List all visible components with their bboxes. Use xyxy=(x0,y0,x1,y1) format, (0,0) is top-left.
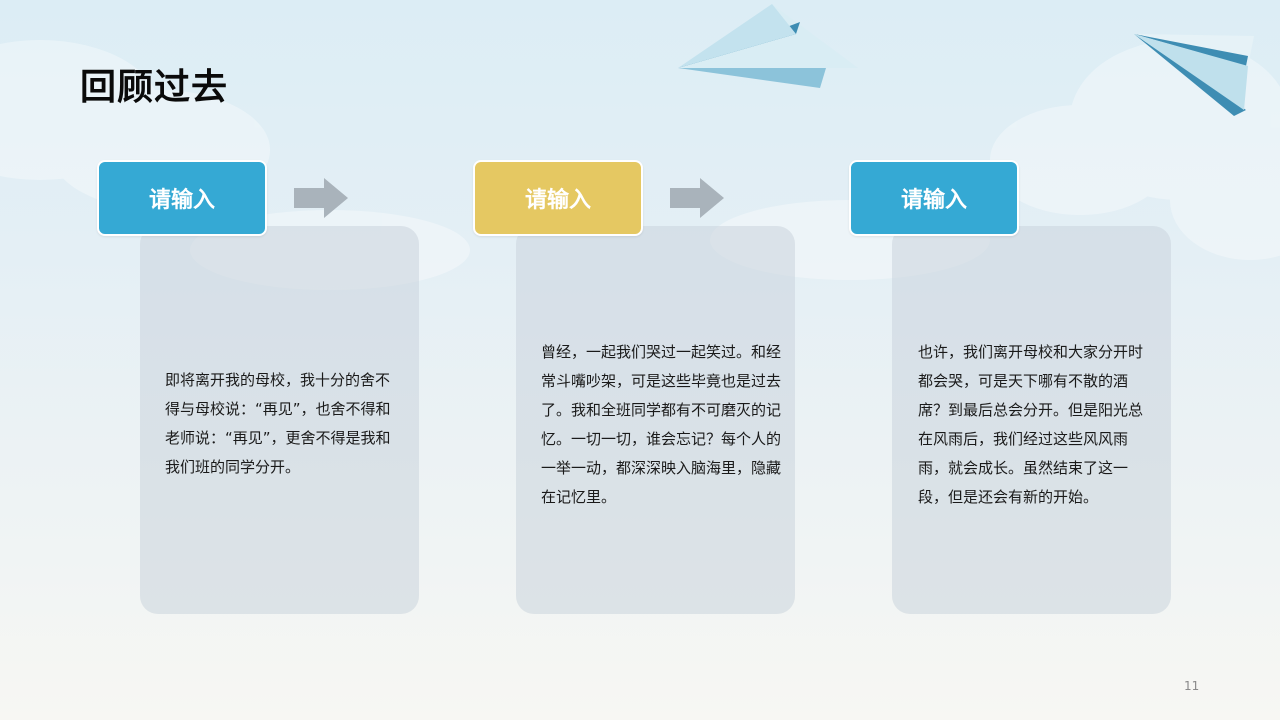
step-label-1: 请输入 xyxy=(97,160,267,236)
step-label-text: 请输入 xyxy=(900,188,967,213)
paper-plane-icon xyxy=(678,4,858,88)
step-label-3: 请输入 xyxy=(849,160,1019,236)
card-text: 即将离开我的母校，我十分的舍不得与母校说：“再见”，也舍不得和老师说：“再见”，… xyxy=(165,371,391,476)
step-label-text: 请输入 xyxy=(148,188,215,213)
page-title: 回顾过去 xyxy=(80,67,229,108)
card-text: 也许，我们离开母校和大家分开时都会哭，可是天下哪有不散的酒席？到最后总会分开。但… xyxy=(918,343,1144,506)
right-arrow-icon xyxy=(670,178,724,218)
step-label-text: 请输入 xyxy=(524,188,591,213)
right-arrow-icon xyxy=(294,178,348,218)
page-number: 11 xyxy=(1184,679,1200,693)
content-card-2: 曾经，一起我们哭过一起笑过。和经常斗嘴吵架，可是这些毕竟也是过去了。我和全班同学… xyxy=(516,226,795,614)
step-label-2: 请输入 xyxy=(473,160,643,236)
paper-plane-icon xyxy=(1134,34,1254,116)
content-card-1: 即将离开我的母校，我十分的舍不得与母校说：“再见”，也舍不得和老师说：“再见”，… xyxy=(140,226,419,614)
card-text: 曾经，一起我们哭过一起笑过。和经常斗嘴吵架，可是这些毕竟也是过去了。我和全班同学… xyxy=(541,343,782,506)
content-card-3: 也许，我们离开母校和大家分开时都会哭，可是天下哪有不散的酒席？到最后总会分开。但… xyxy=(892,226,1171,614)
